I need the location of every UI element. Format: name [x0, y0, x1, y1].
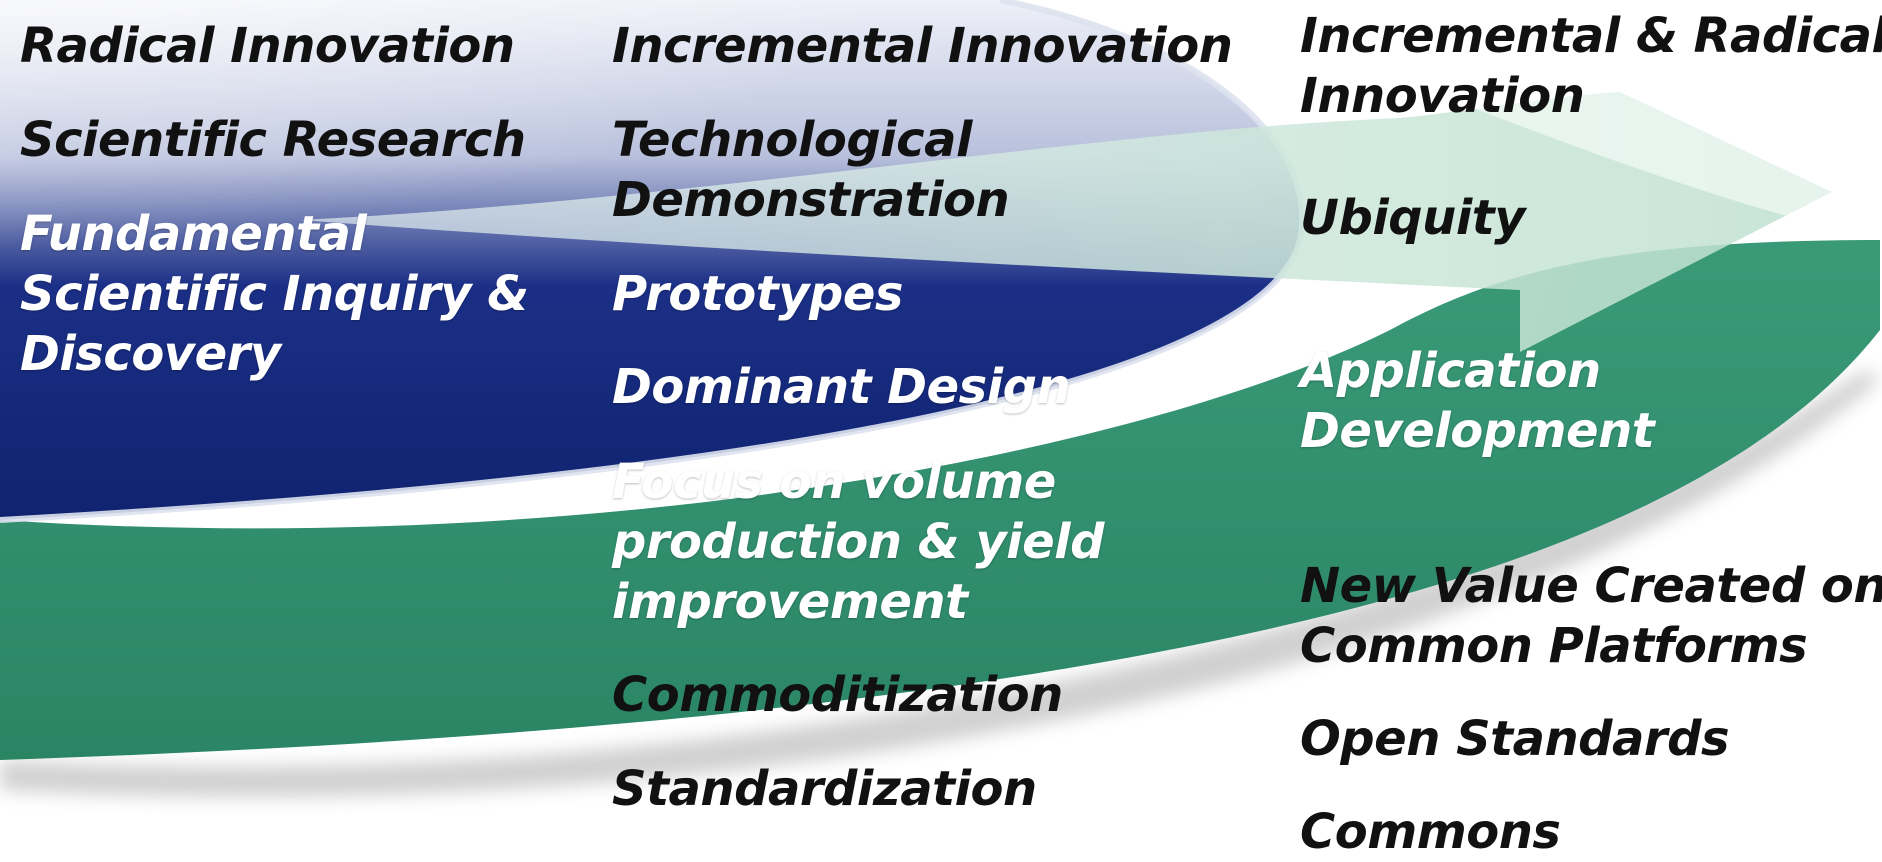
label-fundamental-inquiry: Fundamental Scientific Inquiry & Discove…	[20, 206, 529, 382]
label-open-standards: Open Standards	[1300, 711, 1730, 767]
label-prototypes: Prototypes	[612, 266, 904, 322]
green-band	[0, 240, 1880, 760]
label-ubiquity: Ubiquity	[1300, 190, 1526, 246]
arrow-shape	[300, 92, 1832, 352]
label-new-value: New Value Created on Common Platforms	[1300, 558, 1882, 674]
blue-band-edge	[0, 0, 1306, 523]
label-incremental-innovation: Incremental Innovation	[612, 18, 1233, 74]
label-commoditization: Commoditization	[612, 667, 1063, 723]
label-standardization: Standardization	[612, 761, 1037, 817]
green-top-fade	[1200, 0, 1882, 240]
label-dominant-design: Dominant Design	[612, 359, 1071, 415]
label-volume-production: Focus on volume production & yield impro…	[612, 454, 1104, 630]
label-radical-innovation: Radical Innovation	[20, 18, 515, 74]
label-application-development: Application Development	[1300, 343, 1655, 459]
label-incremental-radical: Incremental & Radical Innovation	[1300, 8, 1882, 124]
label-technological-demonstration: Technological Demonstration	[612, 112, 1010, 228]
highlight-haze	[0, 0, 1100, 350]
band-shadow	[0, 370, 1880, 798]
label-commons: Commons	[1300, 804, 1561, 860]
label-scientific-research: Scientific Research	[20, 112, 526, 168]
